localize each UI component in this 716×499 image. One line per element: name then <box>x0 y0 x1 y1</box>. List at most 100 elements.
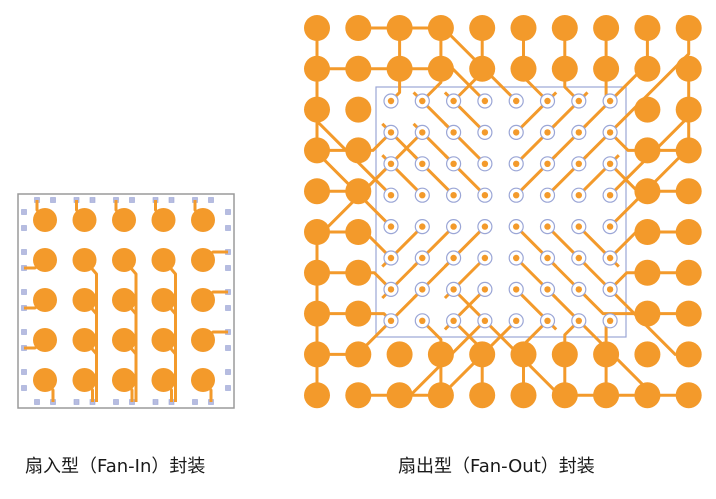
fan-out-trace <box>421 319 443 396</box>
fan-out-solder-ball <box>675 259 702 286</box>
fan-out-solder-ball <box>634 259 661 286</box>
fan-in-bond-pad <box>225 225 231 231</box>
fan-out-solder-ball <box>675 178 702 205</box>
fan-in-solder-ball <box>112 368 136 392</box>
fan-out-solder-ball <box>304 300 330 327</box>
fan-out-solder-ball <box>304 15 330 41</box>
fan-in-solder-ball <box>151 328 176 352</box>
fan-in-solder-ball <box>72 328 97 352</box>
fan-out-solder-ball <box>469 15 496 41</box>
fan-out-solder-ball <box>386 341 413 368</box>
fan-out-via-pad <box>513 160 520 167</box>
fan-out-solder-ball <box>510 341 537 368</box>
fan-out-via-pad <box>606 129 614 136</box>
fan-in-solder-ball <box>33 248 57 272</box>
fan-out-via-pad <box>606 97 614 105</box>
fan-out-via-pad <box>513 129 520 136</box>
fan-out-solder-ball <box>427 15 454 41</box>
fan-out-solder-ball <box>345 382 372 409</box>
fan-out-trace <box>577 28 691 165</box>
fan-out-package <box>304 15 702 409</box>
fan-in-bond-pad <box>225 265 231 271</box>
fan-out-via-pad <box>387 286 395 293</box>
fan-in-bond-pad <box>113 399 119 405</box>
fan-out-via-pad <box>450 223 457 230</box>
fan-in-bond-pad <box>89 197 96 203</box>
fan-out-via-pad <box>387 317 395 324</box>
fan-in-bond-pad <box>21 225 27 231</box>
fan-out-solder-ball <box>304 259 330 286</box>
fan-out-via-pad <box>575 129 582 136</box>
fan-out-trace <box>317 271 393 291</box>
fan-out-via-pad <box>387 97 395 105</box>
fan-out-via-pad <box>513 286 520 293</box>
fan-out-via-pad <box>606 254 614 262</box>
fan-out-solder-ball <box>304 96 330 123</box>
fan-out-solder-ball <box>551 55 578 82</box>
fan-in-solder-ball <box>112 288 136 312</box>
fan-out-via-pad <box>544 160 551 167</box>
fan-out-via-pad <box>513 317 520 324</box>
fan-out-via-pad <box>606 160 614 167</box>
fan-in-bond-pad <box>21 249 27 255</box>
fan-out-solder-ball <box>675 96 702 123</box>
fan-out-via-pad <box>387 223 395 230</box>
fan-out-solder-ball <box>634 382 661 409</box>
fan-in-bond-pad <box>21 329 27 335</box>
fan-in-solder-ball <box>191 288 215 312</box>
fan-out-solder-ball <box>304 55 330 82</box>
fan-out-via-pad <box>450 254 457 262</box>
fan-out-solder-ball <box>345 96 372 123</box>
fan-out-via-pad <box>419 223 426 230</box>
fan-out-solder-ball <box>386 55 413 82</box>
fan-out-via-pad <box>513 97 520 105</box>
fan-out-solder-ball <box>675 137 702 164</box>
fan-in-solder-ball <box>191 248 215 272</box>
fan-out-solder-ball <box>386 382 413 409</box>
fan-out-solder-ball <box>427 341 454 368</box>
fan-out-solder-ball <box>634 178 661 205</box>
fan-out-solder-ball <box>510 55 537 82</box>
fan-out-via-pad <box>544 254 551 262</box>
fan-out-via-pad <box>387 254 395 262</box>
fan-out-solder-ball <box>551 341 578 368</box>
fan-out-via-pad <box>575 223 582 230</box>
fan-out-via-pad <box>606 192 614 199</box>
fan-out-via-pad <box>575 286 582 293</box>
fan-out-via-pad <box>387 192 395 199</box>
fan-in-bond-pad <box>34 399 40 405</box>
fan-out-via-pad <box>450 160 457 167</box>
fan-out-solder-ball <box>345 15 372 41</box>
fan-in-solder-ball <box>112 328 136 352</box>
fan-out-via-pad <box>419 129 426 136</box>
fan-in-bond-pad <box>168 197 175 203</box>
fan-out-solder-ball <box>304 178 330 205</box>
fan-in-solder-ball <box>72 288 97 312</box>
fan-out-solder-ball <box>345 137 372 164</box>
fan-out-via-pad <box>513 192 520 199</box>
fan-in-bond-pad <box>50 197 56 203</box>
fan-out-solder-ball <box>345 300 372 327</box>
fan-in-solder-ball <box>151 248 176 272</box>
fan-in-solder-ball <box>151 208 176 232</box>
fan-in-bond-pad <box>225 305 231 311</box>
fan-out-via-pad <box>450 317 457 324</box>
fan-out-via-pad <box>575 160 582 167</box>
fan-out-via-pad <box>606 286 614 293</box>
fan-out-solder-ball <box>675 382 702 409</box>
fan-out-via-pad <box>481 317 489 324</box>
fan-out-solder-ball <box>345 259 372 286</box>
fan-out-trace <box>421 28 443 103</box>
fan-in-solder-ball <box>33 368 57 392</box>
fan-out-solder-ball <box>304 219 330 245</box>
fan-out-via-pad <box>481 223 489 230</box>
fan-out-solder-ball <box>469 55 496 82</box>
fan-out-via-pad <box>450 129 457 136</box>
fan-out-solder-ball <box>634 219 661 245</box>
fan-out-via-pad <box>481 254 489 262</box>
fan-in-solder-ball <box>72 248 97 272</box>
fan-out-via-pad <box>513 223 520 230</box>
fan-out-via-pad <box>481 97 489 105</box>
fan-out-solder-ball <box>634 137 661 164</box>
fan-out-solder-ball <box>345 55 372 82</box>
